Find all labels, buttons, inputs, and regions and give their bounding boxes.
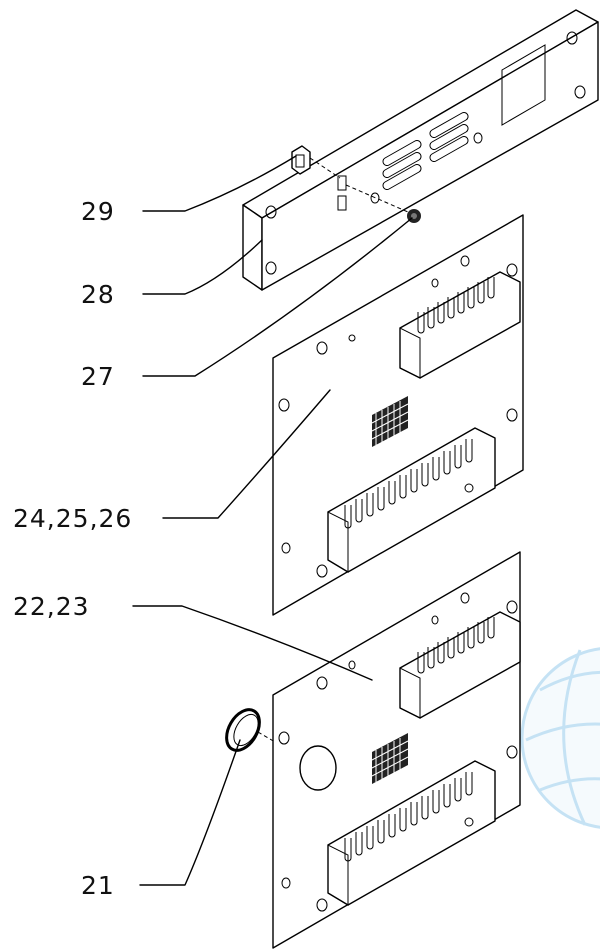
part-28-front-panel: [242, 9, 599, 291]
callout-label-29: 29: [81, 197, 115, 226]
part-22-23-board: [272, 551, 521, 949]
part-21-battery: [225, 708, 276, 752]
ic-chip: [371, 396, 409, 447]
callout-label-28: 28: [81, 280, 115, 309]
callout-label-21: 21: [81, 871, 115, 900]
globe-watermark: [520, 647, 600, 829]
vent-slots: [382, 112, 469, 190]
part-24-25-26-board: [272, 214, 524, 616]
callout-label-22-23: 22,23: [13, 592, 90, 621]
part-29-switch: [291, 145, 341, 179]
ic-chip: [371, 733, 409, 784]
callout-label-24-25-26: 24,25,26: [13, 504, 132, 533]
callout-label-27: 27: [81, 362, 115, 391]
leader-lines: [132, 155, 413, 886]
